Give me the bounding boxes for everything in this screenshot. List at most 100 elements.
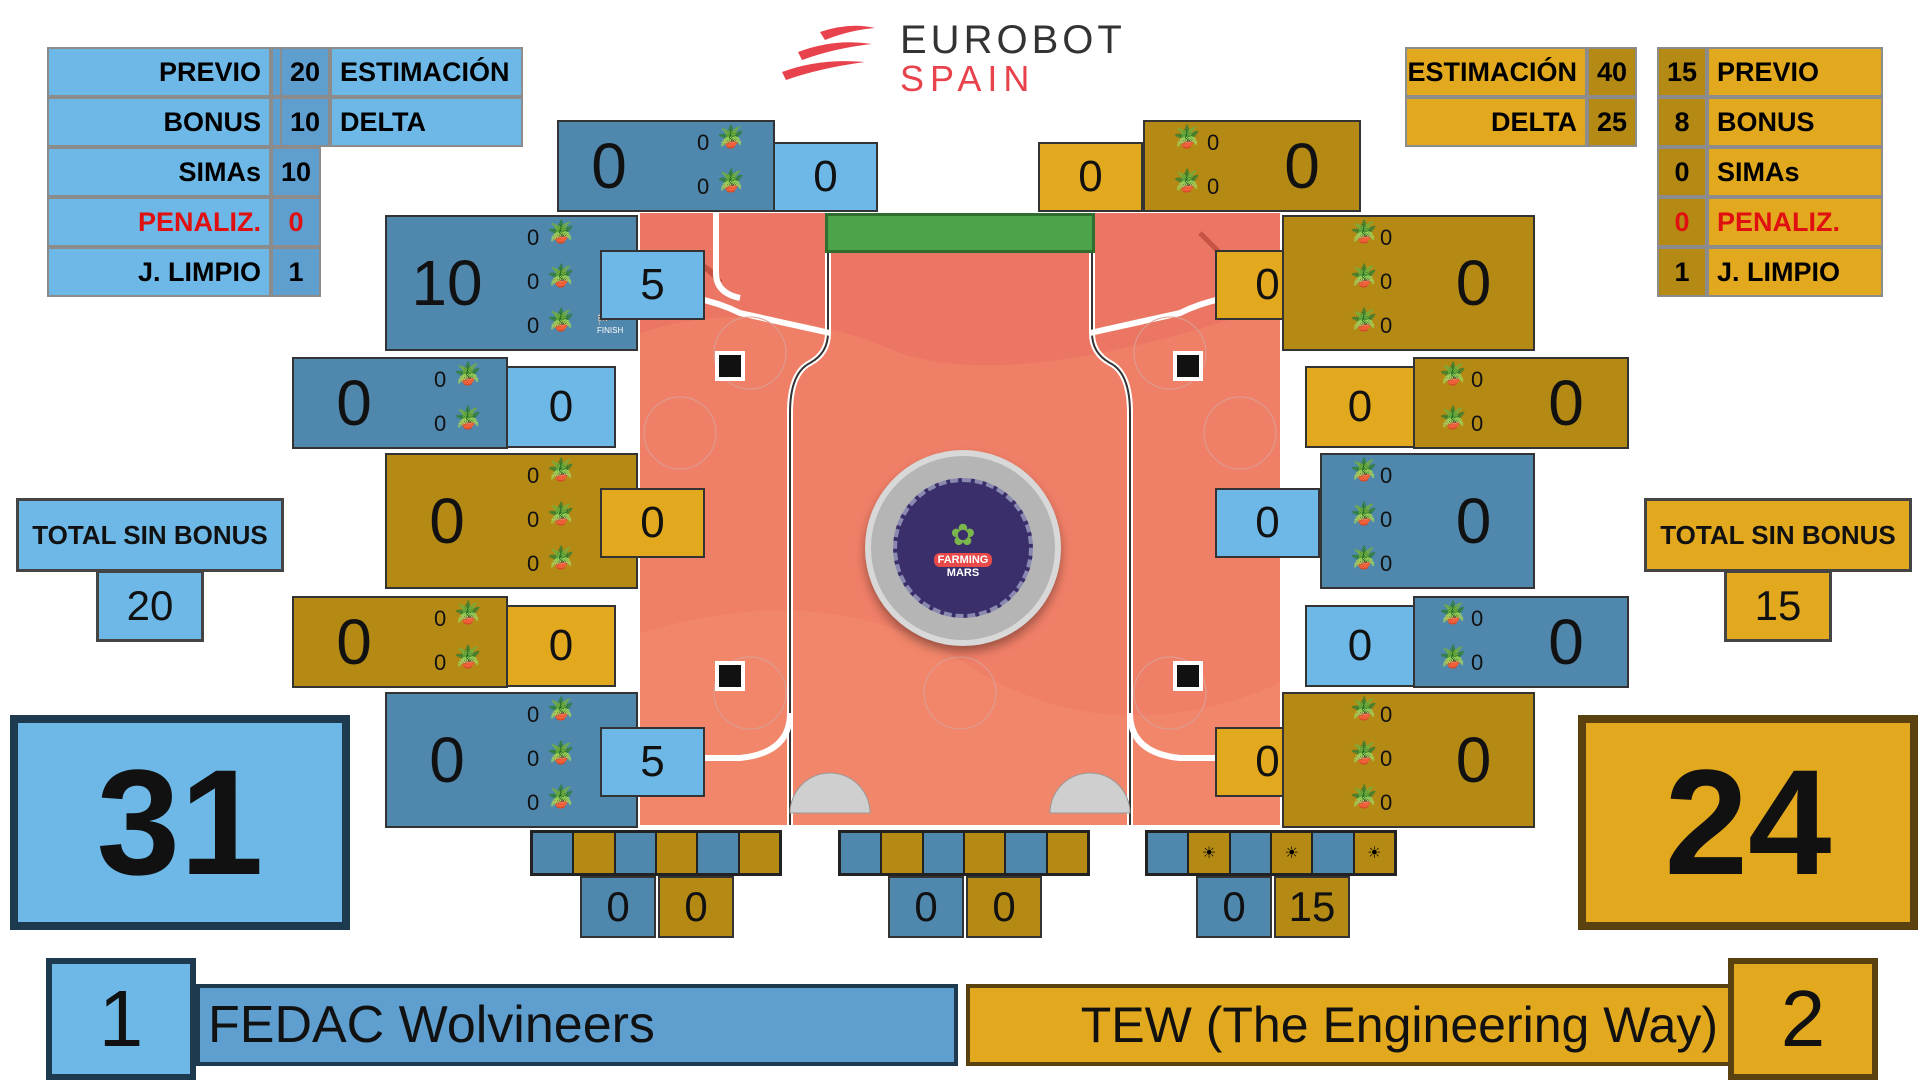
plant-icon: 🪴: [547, 219, 575, 244]
badge-plant-icon: ✿: [950, 518, 976, 552]
plant-icon: 🪴: [1350, 263, 1378, 288]
solar-panel-icon: ☀: [1354, 833, 1394, 873]
zone-big-score: 0: [1455, 485, 1492, 557]
plant-icon: 🪴: [454, 600, 482, 625]
yellow-limpio-label: J. LIMPIO: [1707, 247, 1883, 297]
zone-big-score: 0: [1548, 367, 1584, 439]
zone-side-score: 0: [1255, 737, 1280, 786]
zone-right-1: 🪴 0 🪴 0 🪴 0 0: [1282, 215, 1535, 351]
zone-big-score: 0: [591, 130, 627, 202]
plant-icon: 🪴: [1350, 501, 1378, 526]
plant-icon: 🪴: [454, 405, 482, 430]
blue-simas-value: 10: [271, 147, 321, 197]
solar-panel-icon: ☀: [1271, 833, 1314, 873]
zone-count: 0: [1380, 463, 1393, 488]
zone-count: 0: [527, 463, 540, 488]
eurobot-logo: EUROBOT SPAIN: [780, 18, 1160, 99]
zone-left-4: 0 0 🪴 0 🪴: [292, 596, 508, 688]
zone-top-left-side: 0: [773, 142, 878, 212]
zone-left-2: 0 0 🪴 0 🪴: [292, 357, 508, 449]
zone-count: 0: [434, 650, 447, 675]
zone-count: 0: [527, 269, 540, 294]
plant-icon: 🪴: [717, 168, 745, 193]
yellow-position: 2: [1728, 958, 1878, 1080]
yellow-total-sin-bonus-label: TOTAL SIN BONUS: [1644, 498, 1912, 572]
zone-right-3: 🪴 0 🪴 0 🪴 0 0: [1320, 453, 1535, 589]
zone-count: 0: [1380, 507, 1393, 532]
zone-left-5-side: 5: [600, 727, 705, 797]
plant-icon: 🪴: [454, 361, 482, 386]
plant-icon: 🪴: [547, 457, 575, 482]
zone-left-1-side: 5: [600, 250, 705, 320]
yellow-team-name: TEW (The Engineering Way): [966, 984, 1732, 1066]
zone-side-score: 0: [1347, 621, 1373, 670]
zone-count: 0: [1207, 130, 1220, 155]
plant-icon: 🪴: [1439, 405, 1467, 430]
yellow-total-score: 24: [1578, 715, 1918, 930]
plant-icon: 🪴: [454, 644, 482, 669]
zone-left-4-side: 0: [506, 605, 616, 687]
blue-total-sin-bonus-value: 20: [96, 570, 204, 642]
zone-side-score: 5: [640, 260, 665, 309]
zone-count: 0: [527, 702, 540, 727]
plant-icon: 🪴: [1350, 784, 1378, 809]
zone-left-1: 10 0 🪴 0 🪴 0 🪴 🐞 🏁FINISH: [385, 215, 638, 351]
aruco-marker-icon: [715, 661, 745, 691]
zone-side-score: 0: [1347, 382, 1373, 431]
zone-side-score: 5: [640, 737, 665, 786]
zone-count: 0: [1207, 174, 1220, 199]
logo-swoosh-icon: [782, 25, 875, 80]
yellow-bonus-value: 8: [1657, 97, 1707, 147]
plant-icon: 🪴: [1439, 600, 1467, 625]
zone-count: 0: [527, 507, 540, 532]
plant-icon: 🪴: [1173, 124, 1201, 149]
zone-count: 0: [527, 746, 540, 771]
zone-count: 0: [527, 551, 540, 576]
blue-bonus-label: BONUS: [47, 97, 271, 147]
plant-icon: 🪴: [547, 784, 575, 809]
zone-count: 0: [1380, 790, 1393, 815]
zone-right-4: 🪴 0 🪴 0 0: [1413, 596, 1629, 688]
yellow-bonus-label: BONUS: [1707, 97, 1883, 147]
zone-count: 0: [434, 367, 447, 392]
zone-side-score: 0: [640, 498, 665, 547]
zone-count: 0: [697, 174, 710, 199]
zone-big-score: 10: [411, 247, 483, 319]
blue-team-name: FEDAC Wolvineers: [196, 984, 958, 1066]
zone-big-score: 0: [429, 485, 465, 557]
plant-icon: 🪴: [547, 307, 575, 332]
blue-limpio-value: 1: [271, 247, 321, 297]
zone-big-score: 0: [429, 724, 465, 796]
zone-count: 0: [1380, 702, 1393, 727]
zone-count: 0: [1380, 313, 1393, 338]
playing-field: ✿ FARMING MARS: [640, 213, 1280, 825]
zone-left-3: 0 0 🪴 0 🪴 0 🪴: [385, 453, 638, 589]
zone-side-score: 0: [1078, 152, 1103, 201]
greenhouse-strip: [825, 213, 1095, 253]
finish-label: FINISH: [597, 326, 624, 335]
plant-icon: 🪴: [547, 696, 575, 721]
zone-left-3-side: 0: [600, 488, 705, 558]
zone-count: 0: [1471, 367, 1484, 392]
solar-3-blue-score: 0: [1196, 876, 1272, 938]
zone-big-score: 0: [1455, 247, 1492, 319]
yellow-estimacion-label: ESTIMACIÓN: [1405, 47, 1587, 97]
zone-count: 0: [1471, 650, 1484, 675]
plant-icon: 🪴: [1350, 545, 1378, 570]
zone-side-score: 0: [1255, 498, 1280, 547]
plant-icon: 🪴: [547, 740, 575, 765]
zone-count: 0: [527, 790, 540, 815]
zone-side-score: 0: [548, 621, 574, 670]
zone-side-score: 0: [813, 152, 838, 201]
plant-icon: 🪴: [547, 263, 575, 288]
solar-2-yellow-score: 0: [966, 876, 1042, 938]
yellow-stats-panel: ESTIMACIÓN 40 DELTA 25 15 PREVIO 8 BONUS…: [1405, 47, 1885, 302]
blue-previo-label: PREVIO: [47, 47, 271, 97]
blue-penaliz-label: PENALIZ.: [47, 197, 271, 247]
zone-big-score: 0: [336, 606, 372, 678]
logo-eurobot-text: EUROBOT: [900, 18, 1126, 62]
plant-icon: 🪴: [1350, 219, 1378, 244]
zone-side-score: 0: [548, 382, 574, 431]
solar-strip-1: [530, 830, 782, 876]
blue-delta-label: DELTA: [330, 97, 523, 147]
